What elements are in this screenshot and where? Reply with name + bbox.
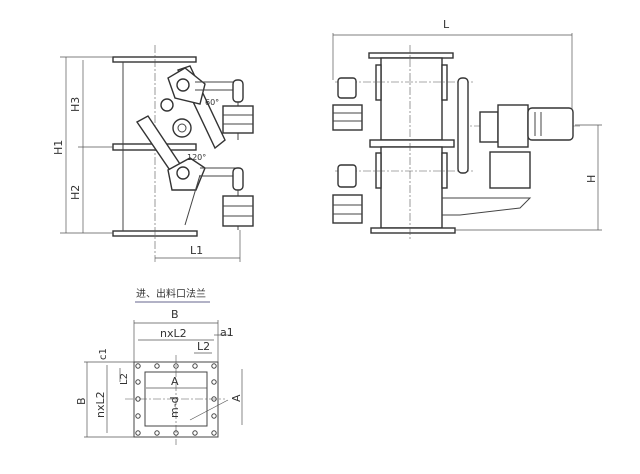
front-lower-body: [380, 146, 443, 229]
angle-120-label: 120°: [187, 153, 206, 162]
dim-l2-top-label: L2: [197, 340, 210, 353]
dim-c1-label: c1: [98, 348, 109, 360]
bolt-hole: [211, 363, 217, 369]
front-top-flange: [368, 52, 454, 59]
front-view: L H: [332, 18, 602, 240]
front-bottom-flange: [370, 227, 456, 234]
bolt-hole: [211, 413, 217, 419]
front-upper-body: [380, 57, 443, 141]
dim-h1-label: H1: [52, 140, 65, 155]
dim-l1-label: L1: [190, 244, 203, 257]
dim-l-label: L: [443, 18, 450, 31]
bolt-hole: [211, 379, 217, 385]
linkage-lever: [457, 77, 469, 174]
dim-nxl2-side-label: nxL2: [94, 391, 107, 418]
dim-h3-label: H3: [69, 97, 82, 112]
coupling: [479, 111, 499, 143]
flange-view: 进、出料口法兰 B nxL2 a1 L2 c1 L2 A m-d A B nxL…: [75, 287, 243, 445]
top-flange: [112, 56, 197, 63]
upper-flap-mechanism: [160, 65, 254, 150]
bolt-hole: [135, 379, 141, 385]
bolt-hole: [211, 430, 217, 436]
dim-h-label: H: [585, 175, 598, 183]
bolt-hole: [154, 363, 160, 369]
bolt-hole: [154, 430, 160, 436]
upper-counterweight: [222, 105, 254, 134]
bolt-hole: [173, 363, 179, 369]
dim-b-top-label: B: [171, 308, 179, 321]
side-view: H1 H3 H2 L1 60° 120°: [52, 45, 254, 262]
bolt-hole: [135, 430, 141, 436]
dim-l2-side-label: L2: [119, 373, 130, 385]
dim-h2-label: H2: [69, 185, 82, 200]
bolt-hole: [192, 430, 198, 436]
front-upper-counterweight: [332, 104, 363, 131]
flange-title: 进、出料口法兰: [136, 287, 206, 300]
dim-a-horizontal-label: A: [171, 375, 179, 388]
hole-spec-label: m-d: [168, 396, 181, 418]
front-lower-counterweight: [332, 194, 363, 224]
angle-60-label: 60°: [205, 98, 219, 107]
motor: [527, 107, 574, 141]
lower-counterweight: [222, 195, 254, 227]
dim-a-vertical-label: A: [230, 394, 243, 402]
motor-base-bracket: [489, 151, 531, 189]
bolt-hole: [135, 413, 141, 419]
front-middle-flange: [369, 139, 455, 148]
bolt-hole: [135, 363, 141, 369]
dim-b-side-label: B: [75, 397, 88, 405]
gearbox: [497, 104, 529, 148]
bolt-hole: [192, 363, 198, 369]
dim-a1-label: a1: [220, 326, 234, 339]
dim-nxl2-top-label: nxL2: [160, 327, 187, 340]
lower-flap-mechanism: [135, 115, 254, 230]
